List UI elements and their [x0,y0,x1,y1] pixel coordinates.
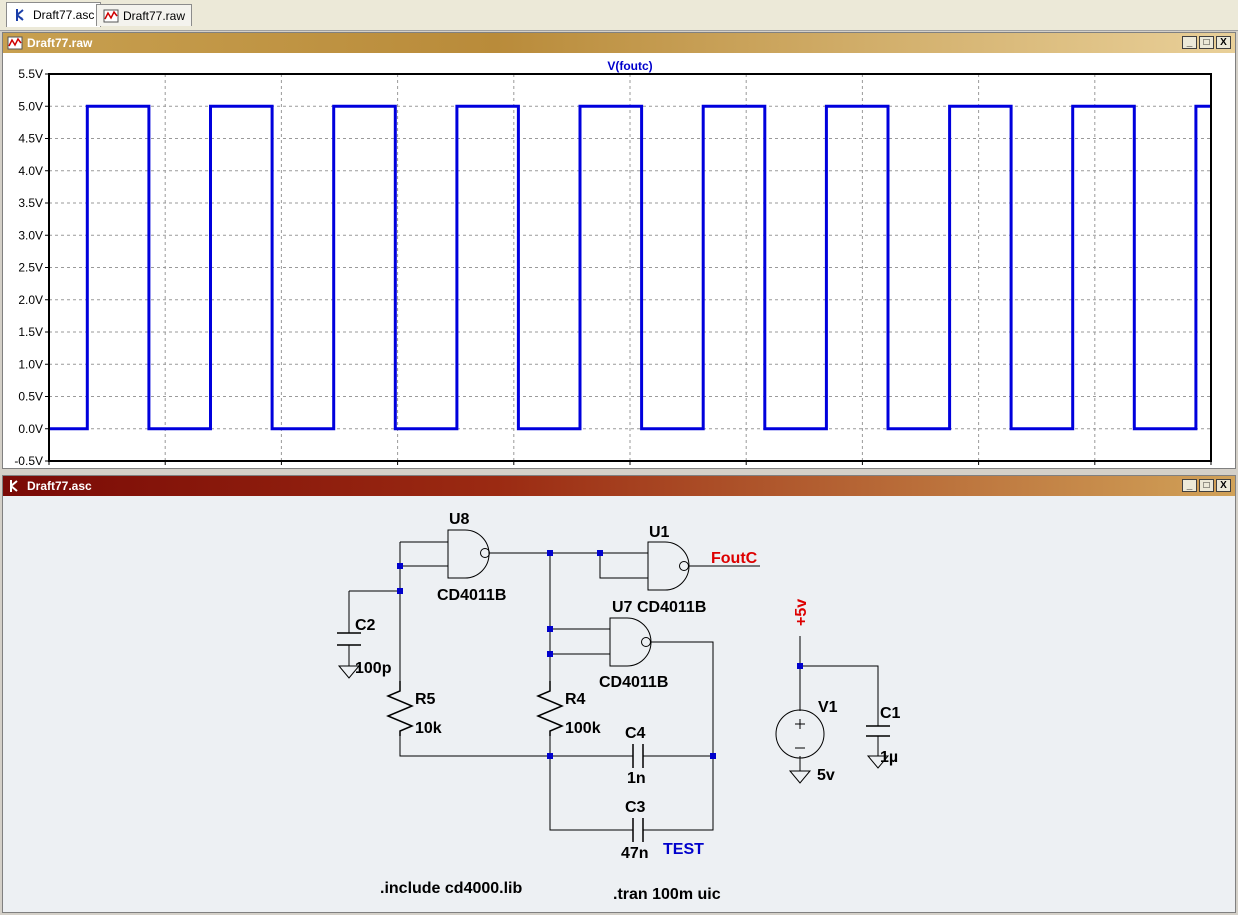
component-value-v1: 5v [817,767,835,784]
schematic-window: Draft77.asc _ □ X [2,475,1236,913]
window-controls: _ □ X [1182,479,1231,492]
schematic-icon [13,7,29,23]
wire[interactable] [643,641,714,831]
junction-dot [710,753,716,759]
tab-draft77-raw[interactable]: Draft77.raw [96,4,193,26]
y-tick-label: 4.0V [18,164,43,178]
capacitor-c2[interactable] [337,632,361,646]
resistor-r4[interactable] [536,681,564,736]
waveform-window-titlebar[interactable]: Draft77.raw _ □ X [3,33,1235,53]
wire[interactable] [599,553,648,579]
junction-dot [547,651,553,657]
wires [348,541,879,831]
y-tick-label: 0.0V [18,422,43,436]
schematic-window-title: Draft77.asc [27,479,92,493]
resistor-r5[interactable] [386,681,414,736]
component-ref-c4: C4 [625,725,646,742]
component-ref-u1: U1 [649,524,670,541]
capacitor-c4[interactable] [632,744,644,768]
y-tick-label: 0.5V [18,390,43,404]
wire[interactable] [549,736,633,831]
ground-icon [788,770,812,784]
y-tick-label: 3.0V [18,228,43,242]
net-label-foutc[interactable]: FoutC [711,550,758,567]
close-button[interactable]: X [1216,36,1231,49]
junction-dot [397,588,403,594]
component-ref-u7: U7 [612,599,633,616]
component-value-c4: 1n [627,770,646,787]
voltage-source-v1[interactable] [775,709,825,759]
nand-gate-u1[interactable] [647,541,690,591]
wire[interactable] [399,736,550,757]
component-value-r4: 100k [565,720,601,737]
net-label-vcc[interactable]: +5v [793,599,810,626]
junction-dot [547,626,553,632]
junction-dot [597,550,603,556]
plot-border [48,73,1212,462]
component-ref-u8: U8 [449,511,470,528]
y-tick-label: 2.0V [18,293,43,307]
junction-dot [547,550,553,556]
component-ref-r5: R5 [415,691,436,708]
tab-label: Draft77.asc [33,8,95,22]
trace-title[interactable]: V(foutc) [607,59,652,73]
component-value-c3: 47n [621,845,649,862]
window-controls: _ □ X [1182,36,1231,49]
y-tick-label: 3.5V [18,196,43,210]
component-ref-c1: C1 [880,705,901,722]
waveform-window-title: Draft77.raw [27,36,93,50]
schematic-window-titlebar[interactable]: Draft77.asc _ □ X [3,476,1235,496]
minimize-button[interactable]: _ [1182,479,1197,492]
y-tick-label: 1.0V [18,357,43,371]
component-value-u7: CD4011B [599,674,668,691]
tab-label: Draft77.raw [123,8,186,23]
waveform-icon [103,8,119,24]
component-value-c2: 100p [355,660,392,677]
y-tick-label: -0.5V [14,454,43,468]
component-value-u8: CD4011B [437,587,506,604]
schematic-icon [7,478,23,494]
trace-v-foutc[interactable] [49,104,1211,431]
waveform-plot[interactable]: 0ms10ms20ms30ms40ms50ms60ms70ms80ms90ms1… [3,53,1235,468]
component-value-u1: CD4011B [637,599,706,616]
minimize-button[interactable]: _ [1182,36,1197,49]
close-button[interactable]: X [1216,479,1231,492]
ground-icon [866,755,890,769]
spice-directive-tran[interactable]: .tran 100m uic [613,886,721,903]
y-tick-label: 2.5V [18,261,43,275]
maximize-button[interactable]: □ [1199,479,1214,492]
junction-dot [397,563,403,569]
wire[interactable] [800,665,879,726]
y-tick-label: 5.0V [18,99,43,113]
junction-dot [547,753,553,759]
junction-dot [797,663,803,669]
schematic-canvas[interactable]: U8 CD4011B U1 CD4011B U7 CD4011B C2 100p… [3,496,1235,912]
ground-icon [337,665,361,679]
maximize-button[interactable]: □ [1199,36,1214,49]
component-ref-c2: C2 [355,617,376,634]
junctions [397,550,803,759]
net-label-test[interactable]: TEST [663,841,704,858]
waveform-icon [7,35,23,51]
waveform-window: Draft77.raw _ □ X 0ms10ms20ms30ms40ms50m… [2,32,1236,469]
nand-gate-u8[interactable] [447,529,490,579]
y-tick-label: 1.5V [18,325,43,339]
component-ref-c3: C3 [625,799,646,816]
component-value-r5: 10k [415,720,442,737]
component-ref-r4: R4 [565,691,586,708]
capacitor-c1[interactable] [866,725,890,737]
document-tab-strip: Draft77.asc Draft77.raw [0,0,1238,31]
y-tick-label: 5.5V [18,67,43,81]
y-tick-label: 4.5V [18,132,43,146]
component-ref-v1: V1 [818,699,838,716]
spice-directive-include[interactable]: .include cd4000.lib [380,880,523,897]
capacitor-c3[interactable] [632,818,644,842]
tab-draft77-asc[interactable]: Draft77.asc [6,2,102,27]
nand-gate-u7[interactable] [609,617,652,667]
component-value-c1: 1µ [880,749,898,766]
